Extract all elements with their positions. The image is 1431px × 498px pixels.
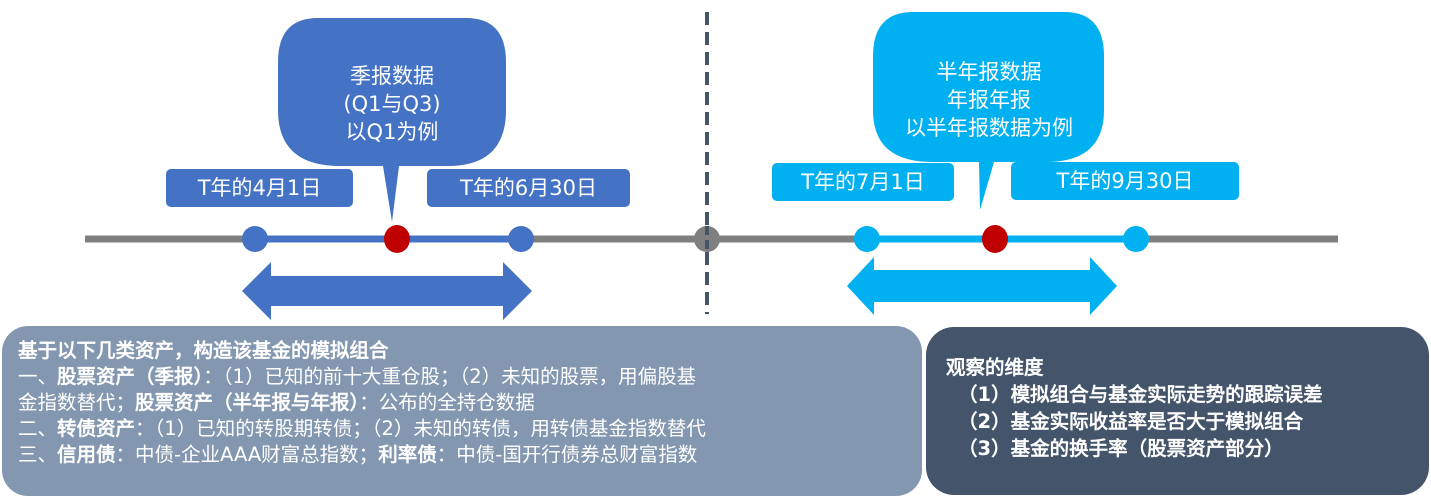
- bond-asset-line: 三、信用债：中债-企业AAA财富总指数；利率债：中债-国开行债券总财富指数: [18, 442, 922, 468]
- q1-range-arrow: [242, 262, 532, 320]
- q1-start-node: [242, 226, 268, 252]
- line-prefix: 二、: [18, 417, 58, 440]
- panel-right-title-text: 观察的维度: [946, 356, 1044, 379]
- half-speech-bubble: [873, 12, 1104, 210]
- rate-bond-heading: 利率债: [378, 443, 437, 466]
- convertible-asset-line: 二、转债资产：（1）已知的转股期转债；（2）未知的转债，用转债基金指数替代: [18, 416, 922, 442]
- half-start-node: [854, 226, 880, 252]
- panel-left-title: 基于以下几类资产，构造该基金的模拟组合: [18, 338, 922, 364]
- panel-left-title-text: 基于以下几类资产，构造该基金的模拟组合: [18, 339, 389, 362]
- dimension-item-text: （1）模拟组合与基金实际走势的跟踪误差: [958, 383, 1323, 406]
- q1-bubble-line: (Q1与Q3): [343, 92, 441, 116]
- equity-semiannual-desc: ：公布的全持仓数据: [359, 391, 535, 414]
- observation-dimensions-panel: 观察的维度 （1）模拟组合与基金实际走势的跟踪误差 （2）基金实际收益率是否大于…: [926, 327, 1429, 495]
- q1-speech-bubble: [278, 18, 506, 222]
- half-report-point: [982, 225, 1008, 253]
- equity-quarterly-desc-cont: 金指数替代；: [18, 391, 136, 414]
- q1-end-node: [508, 226, 534, 252]
- dimension-item: （3）基金的换手率（股票资产部分）: [946, 435, 1429, 462]
- credit-bond-heading: 信用债: [57, 443, 116, 466]
- half-bubble-line: 年报年报: [947, 88, 1031, 112]
- dimension-item-text: （3）基金的换手率（股票资产部分）: [958, 437, 1284, 460]
- convertible-heading: 转债资产: [57, 417, 136, 440]
- dimension-item-text: （2）基金实际收益率是否大于模拟组合: [958, 410, 1304, 433]
- q1-bubble-line: 以Q1为例: [345, 120, 439, 144]
- axis-center-node: [694, 226, 720, 252]
- q1-report-point: [384, 225, 410, 253]
- dimension-item: （1）模拟组合与基金实际走势的跟踪误差: [946, 381, 1429, 408]
- q1-end-date-label: T年的6月30日: [427, 169, 630, 207]
- equity-semiannual-heading: 股票资产（半年报与年报）: [135, 391, 360, 414]
- half-end-node: [1123, 226, 1149, 252]
- equity-quarterly-heading: 股票资产（季报）: [57, 365, 204, 388]
- half-start-date-label: T年的7月1日: [772, 163, 954, 201]
- q1-bubble-line: 季报数据: [350, 64, 434, 88]
- half-bubble-line: 以半年报数据为例: [905, 116, 1073, 140]
- rate-bond-desc: ：中债-国开行债券总财富指数: [436, 443, 698, 466]
- equity-asset-line-cont: 金指数替代；股票资产（半年报与年报）：公布的全持仓数据: [18, 390, 922, 416]
- half-end-date-label: T年的9月30日: [1011, 162, 1239, 200]
- credit-bond-desc: ：中债-企业AAA财富总指数；: [115, 443, 379, 466]
- q1-start-date-label: T年的4月1日: [166, 169, 353, 207]
- dimension-item: （2）基金实际收益率是否大于模拟组合: [946, 408, 1429, 435]
- equity-asset-line: 一、股票资产（季报）：（1）已知的前十大重仓股；（2）未知的股票，用偏股基: [18, 364, 922, 390]
- half-range-arrow: [847, 257, 1117, 315]
- q1-bubble-text: 季报数据 (Q1与Q3) 以Q1为例: [300, 62, 484, 146]
- panel-right-title: 观察的维度: [946, 354, 1429, 381]
- line-prefix: 一、: [18, 365, 58, 388]
- convertible-desc: ：（1）已知的转股期转债；（2）未知的转债，用转债基金指数替代: [135, 417, 706, 440]
- equity-quarterly-desc: ：（1）已知的前十大重仓股；（2）未知的股票，用偏股基: [203, 365, 697, 388]
- half-bubble-text: 半年报数据 年报年报 以半年报数据为例: [880, 58, 1098, 142]
- line-prefix: 三、: [18, 443, 58, 466]
- asset-construction-panel: 基于以下几类资产，构造该基金的模拟组合 一、股票资产（季报）：（1）已知的前十大…: [2, 326, 922, 496]
- half-bubble-line: 半年报数据: [936, 60, 1042, 84]
